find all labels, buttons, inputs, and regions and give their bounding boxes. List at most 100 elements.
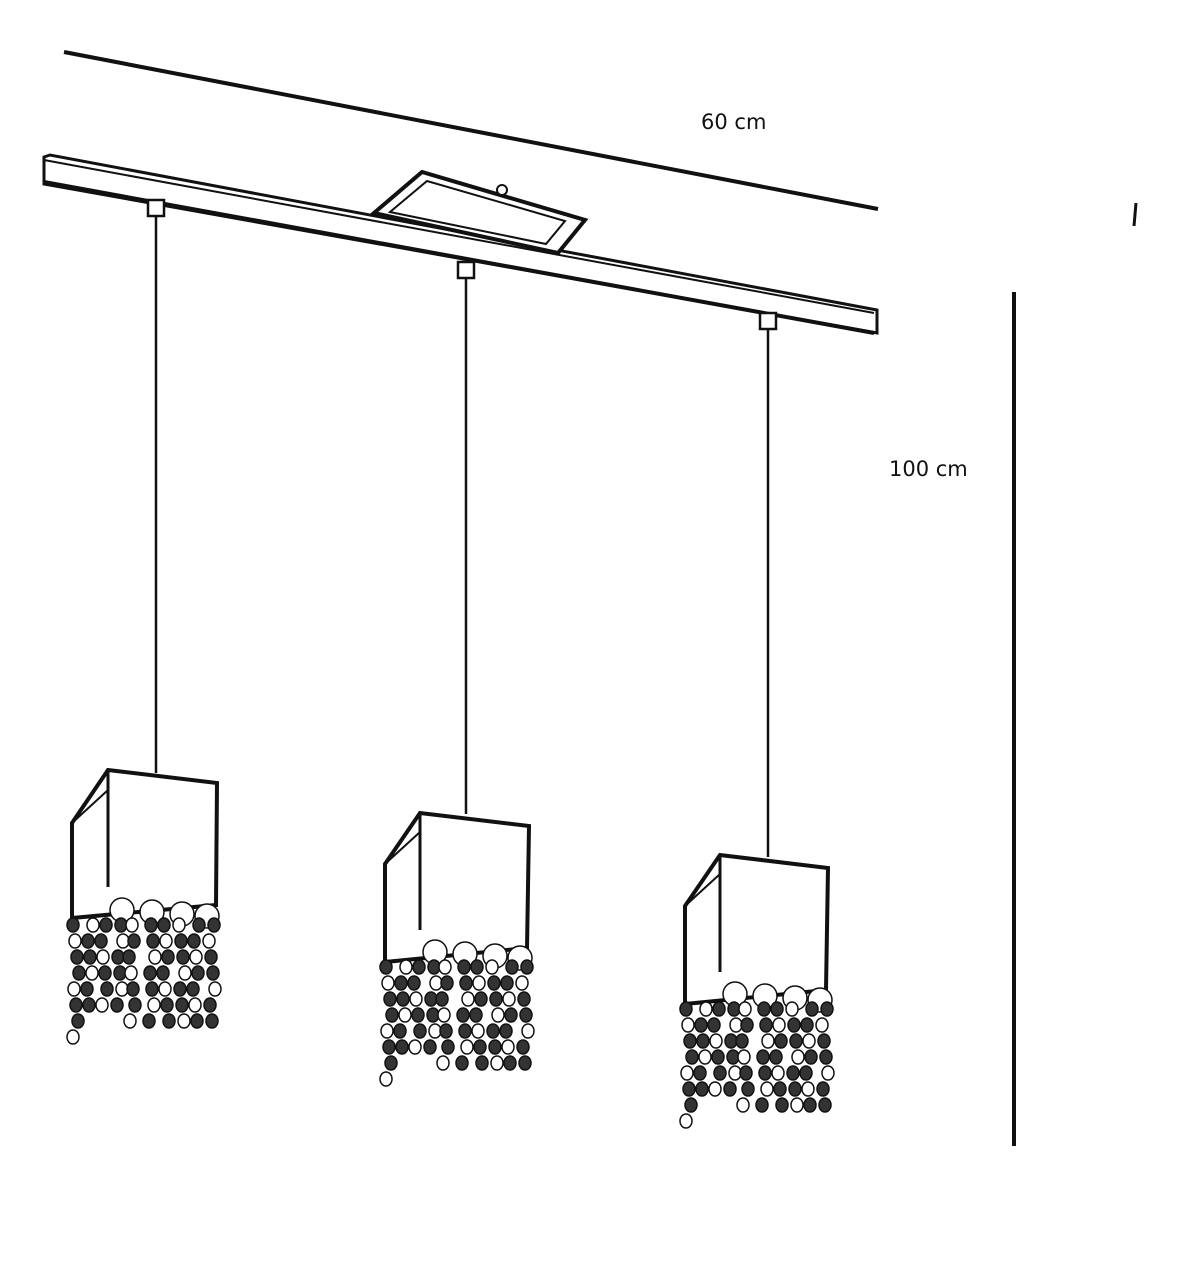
crystal-bead: [679, 1113, 693, 1129]
crystal-bead: [693, 1065, 707, 1081]
crystal-bead: [758, 1065, 772, 1081]
crystal-bead: [736, 1097, 750, 1113]
crystal-bead: [156, 965, 170, 981]
crystal-bead: [729, 1017, 743, 1033]
crystal-bead: [769, 1049, 783, 1065]
crystal-bead: [172, 917, 186, 933]
crystal-bead: [723, 1081, 737, 1097]
crystal-bead: [122, 949, 136, 965]
crystal-bead: [712, 1001, 726, 1017]
crystal-bead: [114, 917, 128, 933]
crystal-bead: [515, 975, 529, 991]
crystal-bead: [110, 997, 124, 1013]
crystal-strands: [379, 939, 535, 1087]
crystal-bead: [159, 933, 173, 949]
crystal-bead: [727, 1001, 741, 1017]
crystal-bead: [95, 997, 109, 1013]
crystal-bead: [81, 933, 95, 949]
crystal-bead: [85, 965, 99, 981]
crystal-bead: [816, 1081, 830, 1097]
crystal-bead: [204, 949, 218, 965]
crystal-bead: [471, 1023, 485, 1039]
ceiling-canopy: [369, 169, 589, 256]
crystal-bead: [173, 981, 187, 997]
crystal-bead: [761, 1033, 775, 1049]
crystal-bead: [126, 981, 140, 997]
crystal-bead: [188, 997, 202, 1013]
crystal-bead: [760, 1081, 774, 1097]
crystal-bead: [491, 1007, 505, 1023]
crystal-bead: [123, 1013, 137, 1029]
crystal-bead: [724, 1033, 738, 1049]
crystal-bead: [771, 1065, 785, 1081]
lamp-shade: [683, 852, 831, 1007]
crystal-bead: [426, 1007, 440, 1023]
crystal-bead: [439, 1023, 453, 1039]
crystal-bead: [741, 1081, 755, 1097]
crystal-bead: [739, 1065, 753, 1081]
crystal-bead: [682, 1081, 696, 1097]
crystal-bead: [190, 1013, 204, 1029]
crystal-bead: [83, 949, 97, 965]
crystal-bead: [66, 917, 80, 933]
crystal-bead: [384, 1055, 398, 1071]
crystal-bead: [424, 991, 438, 1007]
crystal-bead: [148, 949, 162, 965]
crystal-bead: [161, 949, 175, 965]
crystal-bead: [679, 1001, 693, 1017]
crystal-bead: [96, 949, 110, 965]
crystal-bead: [499, 1023, 513, 1039]
crystal-bead: [790, 1097, 804, 1113]
crystal-bead: [143, 965, 157, 981]
pendant-left: [66, 198, 222, 1045]
crystal-bead: [427, 959, 441, 975]
crystal-bead: [469, 1007, 483, 1023]
crystal-bead: [821, 1065, 835, 1081]
crystal-bead: [189, 949, 203, 965]
crystal-bead: [100, 981, 114, 997]
crystal-bead: [756, 1049, 770, 1065]
crystal-bead: [489, 991, 503, 1007]
crystal-bead: [685, 1049, 699, 1065]
crystal-bead: [113, 965, 127, 981]
crystal-bead: [502, 991, 516, 1007]
crystal-bead: [520, 959, 534, 975]
crystal-bead: [470, 959, 484, 975]
crystal-bead: [486, 1023, 500, 1039]
crystal-bead: [428, 1023, 442, 1039]
crystal-bead: [177, 1013, 191, 1029]
crystal-bead: [713, 1065, 727, 1081]
crystal-bead: [711, 1049, 725, 1065]
crystal-bead: [383, 991, 397, 1007]
crystal-bead: [488, 1039, 502, 1055]
crystal-bead: [818, 1097, 832, 1113]
height-dimension-label: 100 cm: [889, 457, 968, 481]
crystal-bead: [773, 1081, 787, 1097]
crystal-bead: [801, 1081, 815, 1097]
crystal-bead: [474, 991, 488, 1007]
crystal-bead: [787, 1017, 801, 1033]
crystal-bead: [379, 959, 393, 975]
crystal-bead: [116, 933, 130, 949]
mounting-bar: [42, 153, 879, 335]
crystal-bead: [440, 975, 454, 991]
crystal-bead: [423, 1039, 437, 1055]
crystal-bead: [437, 1007, 451, 1023]
crystal-bead: [738, 1001, 752, 1017]
crystal-bead: [772, 1017, 786, 1033]
crystal-bead: [456, 1007, 470, 1023]
crystal-bead: [399, 959, 413, 975]
crystal-bead: [759, 1017, 773, 1033]
crystal-bead: [472, 975, 486, 991]
crystal-bead: [473, 1039, 487, 1055]
crystal-bead: [146, 933, 160, 949]
crystal-bead: [69, 997, 83, 1013]
crystal-bead: [487, 975, 501, 991]
crystal-bead: [485, 959, 499, 975]
crystal-bead: [115, 981, 129, 997]
pendant-center: [379, 260, 535, 1087]
crystal-bead: [737, 1049, 751, 1065]
crystal-bead: [174, 933, 188, 949]
crystal-bead: [187, 933, 201, 949]
crystal-bead: [71, 1013, 85, 1029]
